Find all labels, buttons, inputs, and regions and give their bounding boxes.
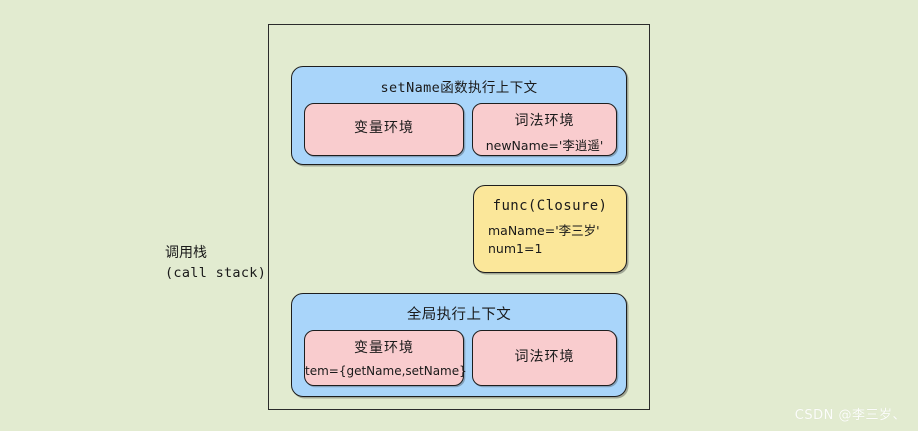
variable-environment-global[interactable]: 变量环境 tem={getName,setName} bbox=[304, 330, 467, 386]
variable-environment-global-title: 变量环境 bbox=[354, 340, 414, 356]
closure-box-func[interactable]: func(Closure) maName='李三岁' num1=1 bbox=[473, 185, 627, 273]
closure-entry-num1: num1=1 bbox=[488, 241, 543, 256]
execution-context-setname-title: setName函数执行上下文 bbox=[380, 80, 538, 96]
variable-environment-global-detail: tem={getName,setName} bbox=[305, 364, 467, 378]
closure-entries: maName='李三岁' num1=1 bbox=[474, 222, 626, 258]
closure-box-title: func(Closure) bbox=[492, 198, 608, 214]
watermark: CSDN @李三岁、 bbox=[794, 408, 906, 423]
lexical-environment-global[interactable]: 词法环境 bbox=[472, 330, 617, 386]
call-stack-label-cn: 调用栈 bbox=[165, 245, 207, 261]
execution-context-setname[interactable]: setName函数执行上下文 变量环境 词法环境 newName='李逍遥' bbox=[291, 66, 627, 165]
call-stack-label: 调用栈 (call stack) bbox=[165, 243, 266, 283]
lexical-environment-setname-detail: newName='李逍遥' bbox=[485, 138, 604, 153]
call-stack-frame bbox=[268, 24, 650, 410]
execution-context-global[interactable]: 全局执行上下文 变量环境 tem={getName,setName} 词法环境 bbox=[291, 293, 627, 397]
lexical-environment-setname[interactable]: 词法环境 newName='李逍遥' bbox=[472, 103, 617, 156]
variable-environment-setname-title: 变量环境 bbox=[354, 120, 414, 136]
lexical-environment-setname-title: 词法环境 bbox=[514, 113, 575, 129]
lexical-environment-global-title: 词法环境 bbox=[514, 349, 575, 365]
variable-environment-setname[interactable]: 变量环境 bbox=[304, 103, 464, 156]
call-stack-label-en: (call stack) bbox=[165, 265, 267, 281]
execution-context-global-title: 全局执行上下文 bbox=[406, 307, 512, 323]
closure-entry-maname: maName='李三岁' bbox=[488, 223, 600, 238]
